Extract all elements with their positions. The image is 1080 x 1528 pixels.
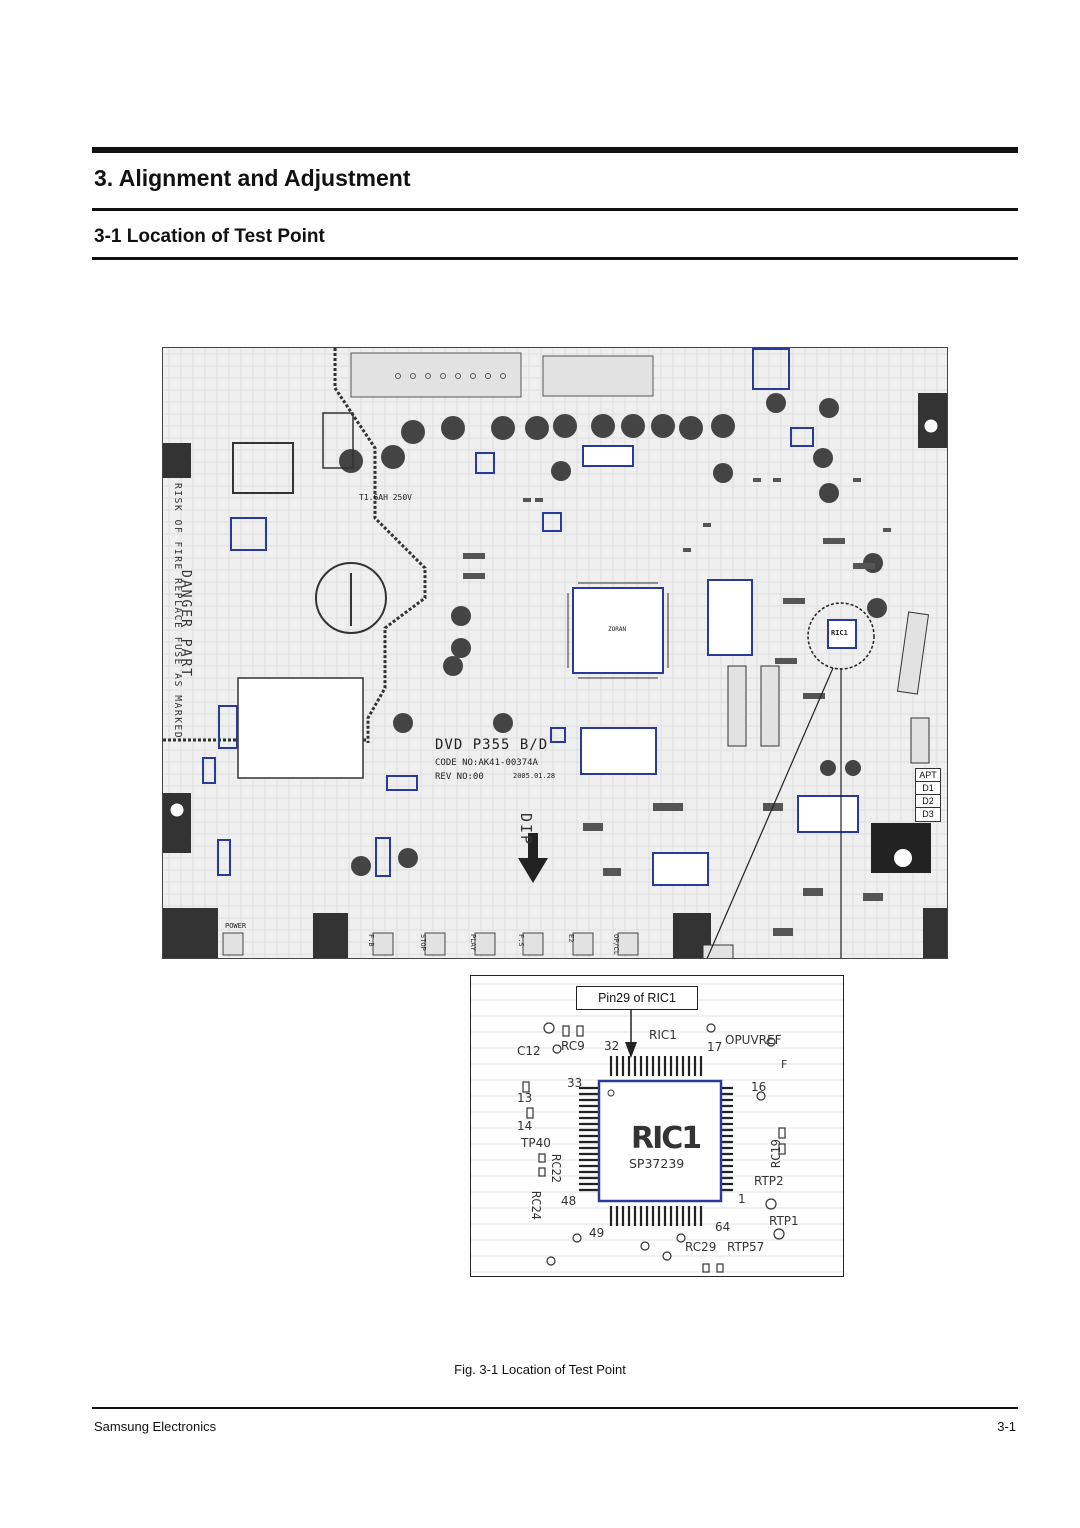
board-rev: REV NO:00	[435, 772, 484, 782]
footer-page-number: 3-1	[997, 1419, 1016, 1434]
title-rule	[92, 208, 1018, 211]
pin29-callout: Pin29 of RIC1	[576, 986, 698, 1010]
footer-company: Samsung Electronics	[94, 1419, 217, 1434]
label-rc9: RC9	[561, 1039, 585, 1053]
label-pin16: 16	[751, 1080, 767, 1094]
label-rtp57: RTP57	[727, 1240, 765, 1254]
label-pin17: 17	[707, 1040, 723, 1054]
label-rc19: RC19	[769, 1139, 783, 1168]
board-date: 2005.01.28	[513, 772, 556, 780]
label-rtp1: RTP1	[769, 1214, 799, 1228]
top-rule	[92, 147, 1018, 153]
label-opuvref: OPUVREF	[725, 1033, 782, 1047]
board-code: CODE NO:AK41-00374A	[435, 758, 538, 768]
legend-d3: D3	[915, 807, 941, 822]
label-pin49: 49	[589, 1226, 605, 1240]
button-label-power: POWER	[225, 922, 247, 930]
ric1-chip-part: SP37239	[629, 1156, 685, 1171]
ric1-chip-name: RIC1	[631, 1121, 702, 1156]
board-model: DVD P355 B/D	[435, 737, 549, 753]
label-rc29: RC29	[685, 1240, 717, 1254]
zoran-chip-label: ZORAN	[608, 626, 627, 633]
danger-label: DANGER PART	[178, 570, 193, 679]
dip-label: DIP	[517, 813, 535, 847]
label-pin64: 64	[715, 1220, 731, 1234]
label-tp40: TP40	[521, 1136, 551, 1150]
page-title: 3. Alignment and Adjustment	[94, 165, 411, 191]
button-label-fs: F.S	[517, 934, 525, 947]
label-f: F	[781, 1058, 788, 1071]
section-title: 3-1 Location of Test Point	[94, 226, 325, 247]
label-rc24: RC24	[529, 1191, 543, 1220]
footer-rule	[92, 1407, 1018, 1409]
label-13: 13	[517, 1091, 533, 1105]
label-c12: C12	[517, 1044, 541, 1058]
label-14: 14	[517, 1119, 533, 1133]
button-label-play: PLAY	[469, 934, 477, 951]
ric1-detail-zoom: RIC1 SP37239 C12 RC9 32 RIC1 17 OPUVREF …	[470, 975, 844, 1277]
label-pin33: 33	[567, 1076, 583, 1090]
label-rc22: RC22	[549, 1154, 563, 1183]
label-rtp2: RTP2	[754, 1174, 784, 1188]
figure-caption: Fig. 3-1 Location of Test Point	[454, 1362, 626, 1377]
label-pin48: 48	[561, 1194, 577, 1208]
ric1-detail-artwork	[471, 976, 843, 1276]
label-pin1: 1	[738, 1192, 746, 1206]
ric1-board-label: RIC1	[831, 629, 848, 637]
section-rule	[92, 257, 1018, 260]
button-label-fb: F.B	[367, 934, 375, 947]
button-label-e2: E2	[567, 934, 575, 943]
pcb-board-figure: RISK OF FIRE REPLACE FUSE AS MARKED DANG…	[162, 347, 948, 959]
label-pin32: 32	[604, 1039, 620, 1053]
pcb-artwork	[163, 348, 947, 958]
fuse-label: T1.6AH 250V	[359, 493, 412, 502]
button-label-stop: STOP	[419, 934, 427, 951]
label-ric1: RIC1	[649, 1028, 677, 1042]
button-label-opcl: OP/CL	[612, 934, 620, 956]
